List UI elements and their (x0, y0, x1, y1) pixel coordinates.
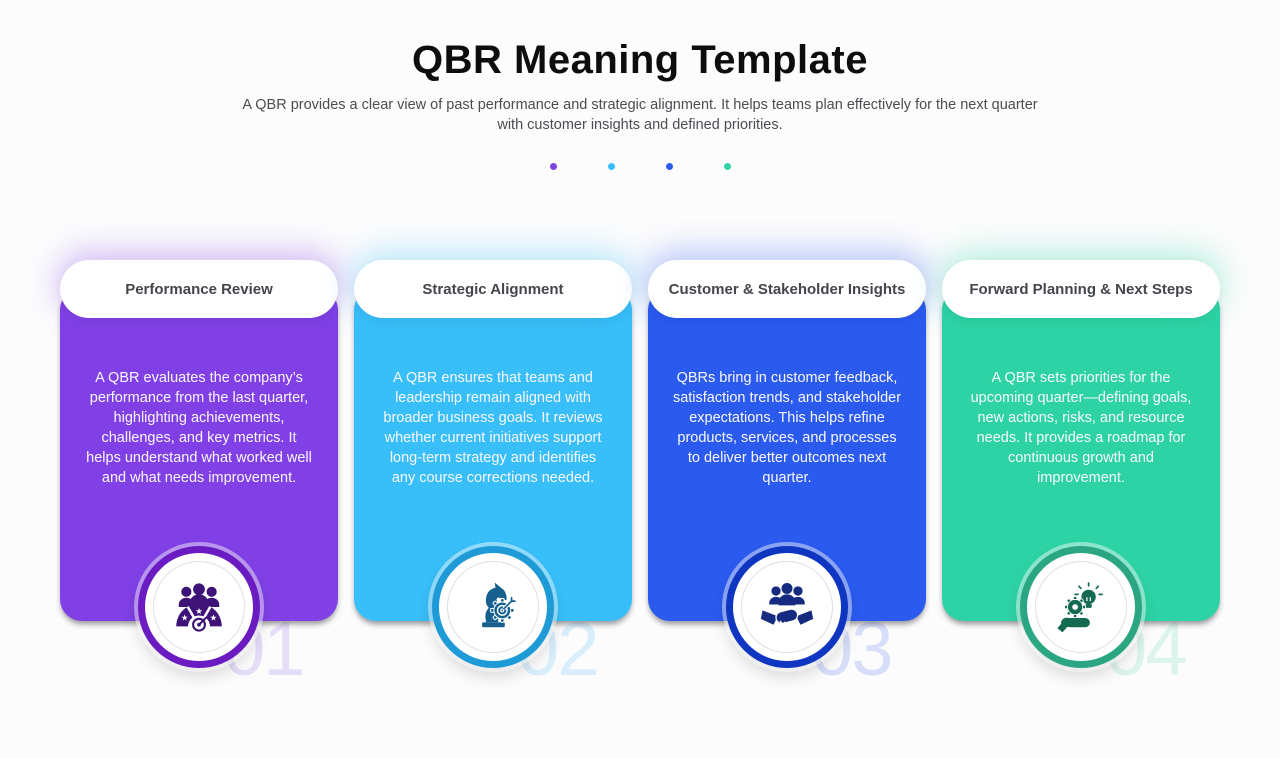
card-body: QBRs bring in customer feedback, satisfa… (648, 288, 926, 621)
svg-text:★: ★ (181, 613, 189, 623)
card-forward-planning-next-steps: Forward Planning & Next Steps A QBR sets… (942, 260, 1220, 690)
card-performance-review: Performance Review A QBR evaluates the c… (60, 260, 338, 690)
svg-text:★: ★ (195, 606, 203, 616)
card-title: Strategic Alignment (422, 280, 564, 298)
card-description: A QBR evaluates the company’s performanc… (86, 370, 312, 486)
card-icon-badge (1020, 546, 1142, 668)
card-title: Forward Planning & Next Steps (969, 280, 1193, 298)
performance-gauge-icon: ★ ★ ★ (176, 583, 222, 632)
cards-row: Performance Review A QBR evaluates the c… (60, 260, 1220, 690)
card-customer-stakeholder-insights: Customer & Stakeholder Insights QBRs bri… (648, 260, 926, 690)
planning-hand-gear-bulb-icon (1057, 582, 1103, 633)
card-icon-badge (726, 546, 848, 668)
card-title: Performance Review (125, 280, 273, 298)
slide-canvas: QBR Meaning Template A QBR provides a cl… (0, 38, 1280, 758)
accent-dot-teal (723, 163, 731, 170)
accent-dot-purple (549, 163, 557, 170)
page-subtitle: A QBR provides a clear view of past perf… (242, 97, 1038, 133)
stakeholder-handshake-icon (760, 582, 814, 626)
card-title-pill: Strategic Alignment (354, 260, 632, 318)
page-title: QBR Meaning Template (412, 38, 868, 82)
card-description: QBRs bring in customer feedback, satisfa… (672, 370, 902, 486)
card-icon-badge: ★ ★ ★ (138, 546, 260, 668)
accent-dots-row (0, 163, 1280, 170)
strategy-knight-gear-icon (482, 582, 516, 628)
card-title-pill: Performance Review (60, 260, 338, 318)
card-title: Customer & Stakeholder Insights (668, 280, 906, 298)
card-description: A QBR ensures that teams and leadership … (383, 370, 603, 486)
card-description: A QBR sets priorities for the upcoming q… (970, 370, 1192, 486)
card-title-pill: Forward Planning & Next Steps (942, 260, 1220, 318)
card-body: A QBR ensures that teams and leadership … (354, 288, 632, 621)
svg-text:★: ★ (210, 613, 218, 623)
card-title-pill: Customer & Stakeholder Insights (648, 260, 926, 318)
accent-dot-cyan (607, 163, 615, 170)
card-strategic-alignment: Strategic Alignment A QBR ensures that t… (354, 260, 632, 690)
card-icon-badge (432, 546, 554, 668)
accent-dot-blue (665, 163, 673, 170)
